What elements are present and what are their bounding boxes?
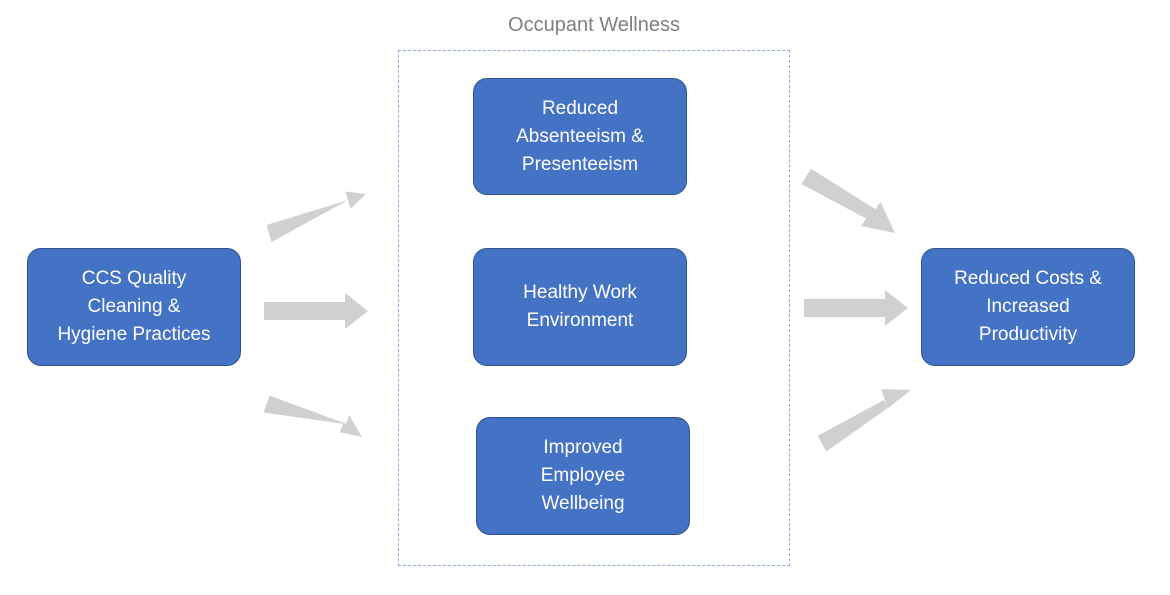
outcome-box-label: Improved Employee Wellbeing [540, 437, 626, 514]
outcome-box-absenteeism: Reduced Absenteeism & Presenteeism [473, 78, 687, 195]
arrow-wellbeing-to-result [817, 389, 911, 452]
outcome-box-label: Healthy Work Environment [523, 282, 637, 331]
group-title: Occupant Wellness [508, 14, 680, 36]
arrow-source-to-absenteeism [266, 191, 366, 242]
arrow-absenteeism-to-result [801, 168, 895, 233]
source-box-label: CCS Quality Cleaning & Hygiene Practices [57, 268, 211, 345]
result-box: Reduced Costs & Increased Productivity [921, 248, 1135, 366]
result-box-label: Reduced Costs & Increased Productivity [954, 268, 1102, 345]
group-frame-occupant-wellness [398, 50, 790, 566]
arrow-environment-to-result [804, 290, 908, 326]
arrow-source-to-wellbeing [263, 395, 362, 437]
outcome-box-wellbeing: Improved Employee Wellbeing [476, 417, 690, 535]
source-box: CCS Quality Cleaning & Hygiene Practices [27, 248, 241, 366]
outcome-box-label: Reduced Absenteeism & Presenteeism [516, 97, 644, 175]
outcome-box-healthy-environment: Healthy Work Environment [473, 248, 687, 366]
arrow-source-to-environment [264, 293, 368, 329]
